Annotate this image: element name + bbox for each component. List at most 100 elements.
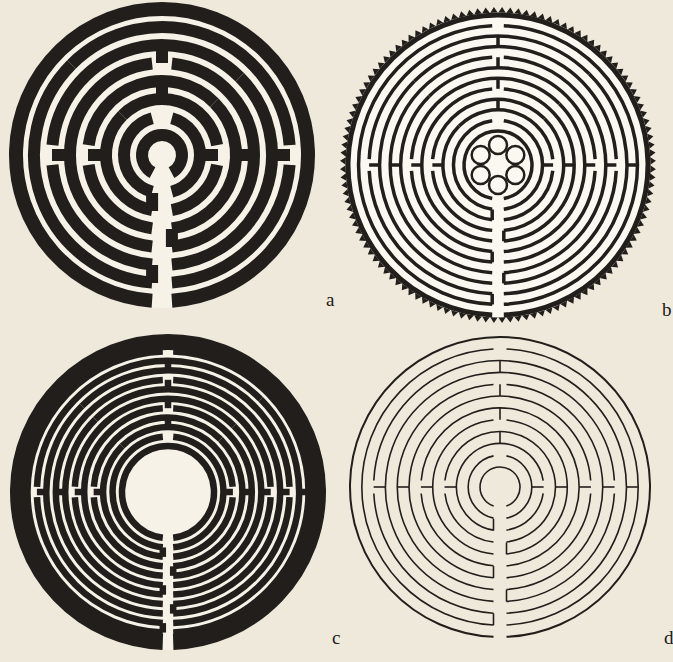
labyrinth-wall: [146, 265, 158, 283]
labyrinth-wall: [433, 171, 493, 231]
labyrinth-wall: [261, 489, 270, 496]
labyrinth-wall: [496, 99, 500, 110]
labyrinth-wall: [168, 342, 318, 642]
labyrinth-wall: [172, 118, 200, 191]
lunation-tooth: [650, 165, 656, 173]
labyrinth-wall: [160, 547, 167, 556]
labyrinth-wall: [18, 342, 168, 642]
labyrinth-wall: [532, 486, 544, 488]
labyrinth-wall: [236, 149, 254, 161]
labyrinth-wall: [499, 432, 501, 444]
labyrinth-wall: [506, 590, 508, 602]
rosette-petal: [472, 166, 490, 184]
lunation-tooth: [498, 317, 506, 323]
labyrinth-wall: [456, 456, 493, 530]
labyrinth-wall: [626, 486, 638, 488]
labyrinth-wall: [419, 372, 614, 480]
labyrinth-wall: [504, 121, 543, 209]
labyrinth-wall: [414, 47, 616, 160]
labyrinth-wall: [162, 135, 182, 173]
labyrinth-wall: [156, 45, 168, 63]
labyrinth-wall: [504, 89, 574, 241]
labyrinth-wall: [500, 467, 520, 506]
labyrinth-wall: [499, 384, 501, 396]
figure-letter: b: [662, 300, 672, 319]
labyrinth-wall: [170, 604, 177, 613]
labyrinth-wall: [170, 566, 177, 575]
labyrinth-wall: [498, 131, 532, 199]
labyrinth-wall: [490, 294, 494, 305]
labyrinth-ground: [9, 2, 315, 308]
labyrinth-wall: [95, 389, 270, 487]
lunation-tooth: [498, 7, 506, 13]
labyrinth-wall: [172, 64, 254, 247]
labyrinth-wall: [374, 486, 386, 488]
rosette-petal: [489, 176, 507, 194]
labyrinth-wall: [380, 81, 493, 283]
labyrinth-wall: [422, 89, 492, 241]
labyrinth-wall: [37, 489, 46, 496]
labyrinth-wall: [374, 493, 494, 613]
labyrinth-wall: [443, 126, 492, 220]
labyrinth-wall: [374, 361, 590, 481]
labyrinth-wall: [75, 489, 84, 496]
labyrinth-wall: [172, 165, 290, 283]
labyrinth-wall: [94, 489, 103, 496]
labyrinth-wall: [627, 163, 638, 167]
labyrinth-wall: [411, 163, 422, 167]
labyrinth-wall: [200, 149, 218, 161]
labyrinth-wall: [490, 210, 494, 221]
labyrinth-wall: [362, 349, 494, 625]
labyrinth-wall: [359, 26, 493, 305]
labyrinth-wall: [421, 486, 433, 488]
labyrinth-wall: [272, 149, 290, 161]
labyrinth-wall: [506, 431, 579, 566]
labyrinth-wall: [493, 519, 495, 531]
labyrinth-wall: [555, 486, 567, 488]
labyrinth-wall: [502, 231, 506, 242]
labyrinth-wall: [504, 171, 616, 283]
labyrinth-wall: [499, 361, 501, 373]
figure-letter: c: [332, 628, 340, 647]
labyrinth-ground: [346, 13, 651, 318]
lunation-tooth: [340, 165, 346, 173]
labyrinth-wall: [493, 613, 495, 625]
labyrinth-wall: [369, 163, 380, 167]
labyrinth-wall: [579, 486, 591, 488]
labyrinth-wall: [397, 486, 409, 488]
labyrinth-wall: [421, 408, 556, 481]
labyrinth-wall: [16, 9, 162, 301]
labyrinth-wall: [433, 420, 494, 554]
labyrinth-wall: [453, 121, 492, 209]
labyrinth-wall: [369, 171, 492, 294]
labyrinth-wall: [280, 489, 289, 496]
labyrinth-wall: [162, 9, 308, 301]
labyrinth-wall: [506, 398, 626, 614]
labyrinth-wall: [432, 163, 443, 167]
labyrinth-wall: [499, 408, 501, 420]
rosette-petal: [489, 136, 507, 154]
labyrinth-wall: [496, 57, 500, 68]
labyrinth-wall: [124, 118, 152, 191]
labyrinth-wall: [502, 273, 506, 284]
lunation-tooth: [340, 157, 346, 165]
labyrinth-wall: [242, 489, 251, 496]
labyrinth-wall: [89, 81, 215, 145]
labyrinth-wall: [369, 36, 589, 159]
labyrinth-wall: [506, 448, 555, 542]
lunation-tooth: [490, 317, 498, 323]
labyrinth-wall: [173, 437, 223, 547]
labyrinth-wall: [156, 81, 168, 99]
labyrinth-wall: [88, 149, 106, 161]
labyrinth-wall: [122, 99, 217, 145]
rosette-petal: [506, 146, 524, 164]
labyrinth-wall: [65, 419, 163, 594]
labyrinth-wall: [390, 163, 401, 167]
labyrinth-wall: [506, 493, 590, 577]
labyrinth-wall: [165, 399, 172, 408]
labyrinth-wall: [506, 420, 567, 554]
labyrinth-wall: [504, 26, 638, 305]
labyrinth-wall: [506, 542, 508, 554]
labyrinth-wall: [498, 15, 648, 315]
